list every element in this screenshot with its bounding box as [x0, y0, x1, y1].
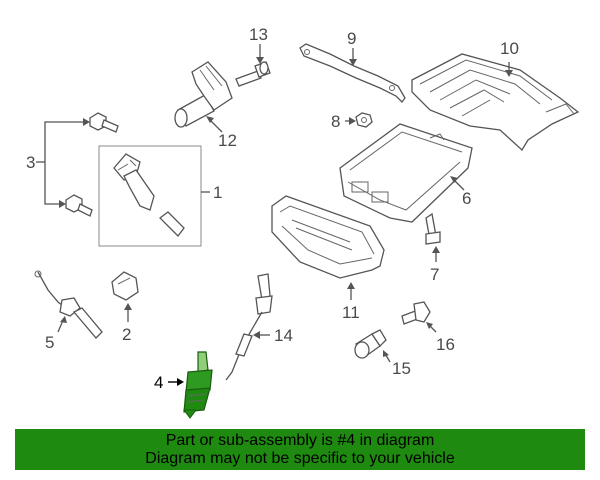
callout-15[interactable]: 15 [392, 359, 411, 378]
arrow-4 [177, 378, 184, 386]
info-banner: Part or sub-assembly is #4 in diagram Di… [15, 429, 585, 470]
part-6-module[interactable] [339, 123, 473, 223]
part-4-spark-plug[interactable] [183, 351, 213, 419]
part-8-nut[interactable] [355, 112, 373, 128]
callout-2[interactable]: 2 [122, 325, 131, 344]
callout-8[interactable]: 8 [331, 112, 340, 131]
part-5-sensor[interactable] [34, 270, 103, 339]
callout-4[interactable]: 4 [154, 373, 163, 392]
callout-14[interactable]: 14 [274, 326, 293, 345]
banner-line-2: Diagram may not be specific to your vehi… [145, 450, 455, 467]
callout-16[interactable]: 16 [436, 335, 455, 354]
arrow-10 [505, 70, 513, 77]
part-14-probe[interactable] [225, 273, 273, 381]
bracket-3 [44, 121, 88, 205]
callout-3[interactable]: 3 [26, 153, 35, 172]
arrow-13 [256, 57, 264, 64]
part-10-cover[interactable] [411, 53, 580, 152]
part-7-stud[interactable] [425, 212, 441, 245]
part-1-box [98, 145, 202, 247]
arrow-3b [59, 200, 66, 208]
part-13-bolt[interactable] [235, 61, 271, 87]
callout-10[interactable]: 10 [500, 39, 519, 58]
arrow-7 [432, 246, 440, 253]
callout-7[interactable]: 7 [430, 265, 439, 284]
arrow-16 [426, 322, 433, 329]
arrow-15 [383, 350, 389, 357]
part-11-housing[interactable] [271, 195, 385, 279]
arrow-8 [349, 117, 356, 125]
banner-line-1: Part or sub-assembly is #4 in diagram [165, 432, 435, 449]
arrow-3a [83, 118, 90, 126]
callout-6[interactable]: 6 [462, 189, 471, 208]
part-9-bracket[interactable] [299, 43, 406, 103]
arrow-5 [60, 316, 67, 323]
part-12-sensor[interactable] [174, 61, 233, 128]
callout-11[interactable]: 11 [342, 303, 360, 322]
arrow-12 [206, 116, 214, 123]
arrow-14 [253, 331, 260, 339]
part-16-bolt[interactable] [401, 301, 431, 325]
part-3-bolts[interactable] [65, 112, 119, 217]
callout-5[interactable]: 5 [45, 333, 54, 352]
arrow-9 [349, 59, 357, 66]
callout-12[interactable]: 12 [218, 131, 237, 150]
arrow-6 [450, 176, 458, 183]
part-15-valve[interactable] [354, 329, 387, 359]
callout-13[interactable]: 13 [249, 25, 268, 44]
arrow-11 [347, 282, 355, 289]
arrow-2 [124, 303, 132, 310]
part-1-coil[interactable] [113, 153, 185, 237]
callout-9[interactable]: 9 [347, 29, 356, 48]
part-2-connector[interactable] [111, 271, 139, 301]
callout-1[interactable]: 1 [213, 183, 222, 202]
